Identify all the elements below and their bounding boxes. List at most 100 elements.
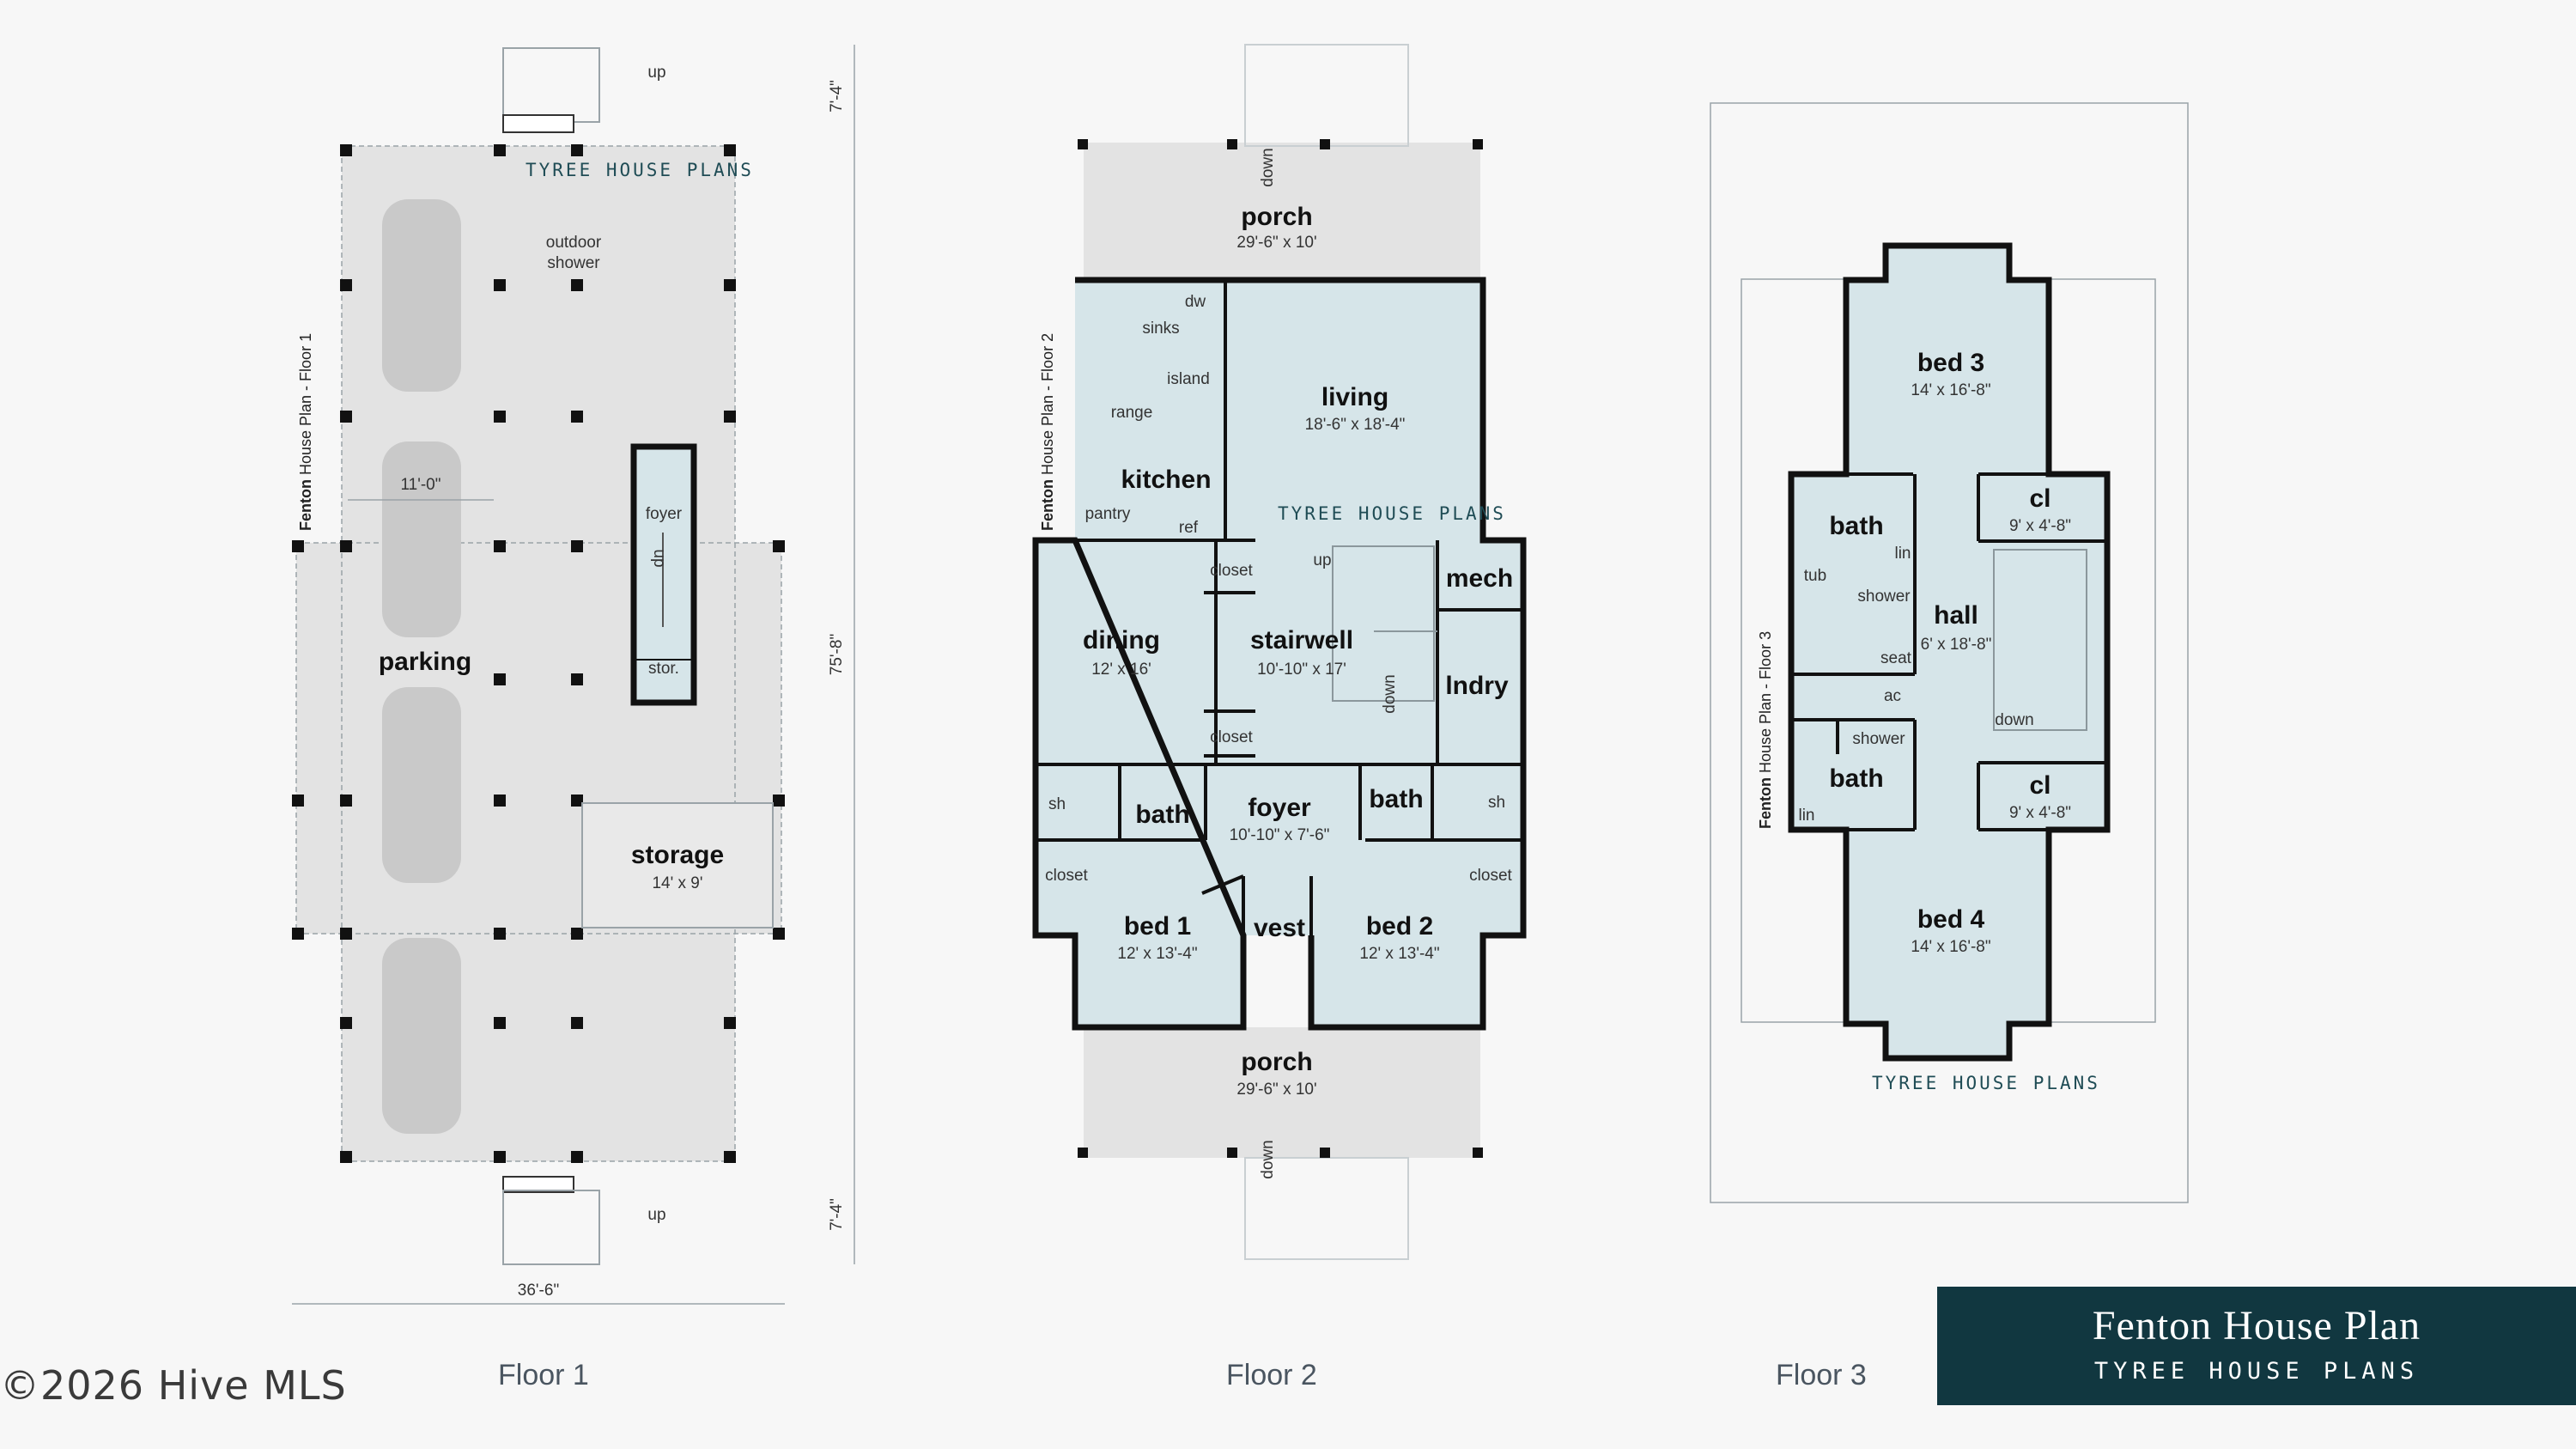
floor3-hall-dims: 6' x 18'-8" [1921,636,1992,654]
floor2-middle-fill [1036,540,1523,935]
floor2-outer-walls [1032,277,1527,1031]
floor2-sh-left-label: sh [1048,795,1066,813]
floor2-lndry-name: lndry [1445,672,1509,700]
floor3-lin-lower-label: lin [1798,807,1814,825]
floor2-bath-right-name: bath [1369,785,1423,813]
floor3-cl-lower-dims: 9' x 4'-8" [2009,804,2071,822]
floor2-island-label: island [1167,370,1210,388]
floor3-lin-upper-label: lin [1894,545,1911,563]
floor2-upper-fill [1075,280,1483,540]
floor2-closet-upper-label: closet [1210,562,1253,580]
floor3-fill [1791,246,2107,1058]
floor3-bed3-dims: 14' x 16'-8" [1911,381,1990,399]
floor2-bath-left-name: bath [1135,801,1189,829]
floor3-bed4-dims: 14' x 16'-8" [1911,938,1990,956]
floor3-bath-upper-name: bath [1829,512,1883,540]
floor2-range-label: range [1111,404,1153,422]
floor2-bed1-dims: 12' x 13'-4" [1117,945,1197,963]
floor2-kitchen-name: kitchen [1121,466,1211,494]
floor2-up-label: up [1313,551,1331,569]
floor3-hall-name: hall [1934,601,1978,630]
floor3-brand: TYREE HOUSE PLANS [1872,1073,2100,1093]
plan-title-box: Fenton House Plan TYREE HOUSE PLANS [1937,1287,2576,1405]
floor2-living-dims: 18'-6" x 18'-4" [1305,416,1406,434]
floor2-closet-bed1-label: closet [1045,867,1088,885]
floor1-bottom-stair [502,1190,600,1265]
floor2-stairwell-name: stairwell [1250,626,1353,654]
floor1-storage-room [581,802,774,928]
floor1-foyer-up-label: up [650,549,668,567]
floor3-down-label: down [1995,711,2033,729]
floor3-bed4-name: bed 4 [1917,905,1985,934]
floor1-side-label: Fenton House Plan - Floor 1 [297,333,314,531]
floor2-bed1-lower-fill [1075,935,1243,1027]
floor2-foyer-dims: 10'-10" x 7'-6" [1230,826,1330,844]
plan-title: Fenton House Plan [2092,1303,2421,1349]
floor1-dim-top: 7'-4" [828,80,846,113]
floor3-stair [1993,549,2087,731]
floor3-caption: Floor 3 [1776,1359,1867,1391]
car-icon [382,687,461,883]
floor2-sinks-label: sinks [1142,320,1179,338]
floor1-dim-bottom: 7'-4" [828,1198,846,1231]
floor1-storage-name: storage [631,841,724,869]
floor2-foyer-name: foyer [1248,794,1311,822]
floor1-wing-outline [295,542,782,935]
floor2-down-label: down [1381,674,1399,713]
floor1-top-landing [502,114,574,133]
floor1-bottom-landing [502,1176,574,1193]
floor1-up-label-bottom: up [647,1206,665,1224]
floor2-bed1-name: bed 1 [1124,912,1191,941]
floor2-pantry-label: pantry [1085,505,1131,523]
floor2-bed2-dims: 12' x 13'-4" [1359,945,1439,963]
floor2-top-stair-outline [1244,44,1409,147]
floor3-cl-upper-dims: 9' x 4'-8" [2009,517,2071,535]
floor2-porch-top-name: porch [1241,203,1312,231]
floor1-foyer-label: foyer [646,505,683,523]
floor2-closet-bed2-label: closet [1469,867,1512,885]
car-icon [382,441,461,637]
floor2-porch-bottom-dims: 29'-6" x 10' [1236,1081,1316,1099]
floor2-brand: TYREE HOUSE PLANS [1278,503,1506,524]
floor1-stor-label: stor. [648,660,679,678]
floor2-porch-bottom-name: porch [1241,1048,1312,1076]
floor1-shower-label: shower [547,254,600,272]
floor2-dining-name: dining [1083,626,1160,654]
floor2-bottom-porch [1084,1027,1480,1158]
floor2-dining-dims: 12' x 16' [1091,661,1151,679]
floor2-porch-top-dims: 29'-6" x 10' [1236,234,1316,252]
floor1-dim-length: 75'-8" [828,634,846,675]
floor3-bed3-name: bed 3 [1917,349,1984,377]
floor1-caption: Floor 1 [498,1359,589,1391]
floor1-storage-dims: 14' x 9' [652,874,702,892]
floor1-dim-width: 36'-6" [518,1282,559,1300]
floor2-top-porch [1084,143,1480,280]
floor1-top-stair [502,47,600,123]
floor3-ac-label: ac [1884,687,1901,705]
floor1-parking-name: parking [379,648,471,676]
floor1-outdoor-label: outdoor [546,234,602,252]
floor2-down-top: down [1259,148,1277,186]
plan-brand: TYREE HOUSE PLANS [2093,1358,2420,1385]
floor2-side-label: Fenton House Plan - Floor 2 [1039,333,1056,531]
floor2-living-name: living [1321,383,1388,411]
floor1-up-label-top: up [647,64,665,82]
floor1-brand: TYREE HOUSE PLANS [526,160,754,180]
floor2-stair [1332,545,1435,702]
floor-2: porch 29'-6" x 10' down living 18'-6" x … [1032,44,1527,1260]
floor2-vest-name: vest [1254,914,1305,942]
floor2-posts [1078,139,1483,1158]
floor3-side-label: Fenton House Plan - Floor 3 [1757,631,1774,829]
floor3-seat-label: seat [1880,649,1912,667]
car-icon [382,938,461,1134]
floor2-closet-lower-label: closet [1210,728,1253,746]
car-icon [382,199,461,392]
floor2-sh-right-label: sh [1488,794,1505,812]
watermark-text: ©2026 Hive MLS [0,1362,347,1409]
floor3-cl-lower-name: cl [2029,771,2050,800]
floor-3: bed 3 14' x 16'-8" bath lin tub shower s… [1710,102,2189,1203]
floor1-posts [292,144,785,1163]
floor2-ref-label: ref [1179,519,1199,537]
floor2-interior-walls [1036,280,1523,935]
floor3-interior-walls [1791,472,2107,831]
